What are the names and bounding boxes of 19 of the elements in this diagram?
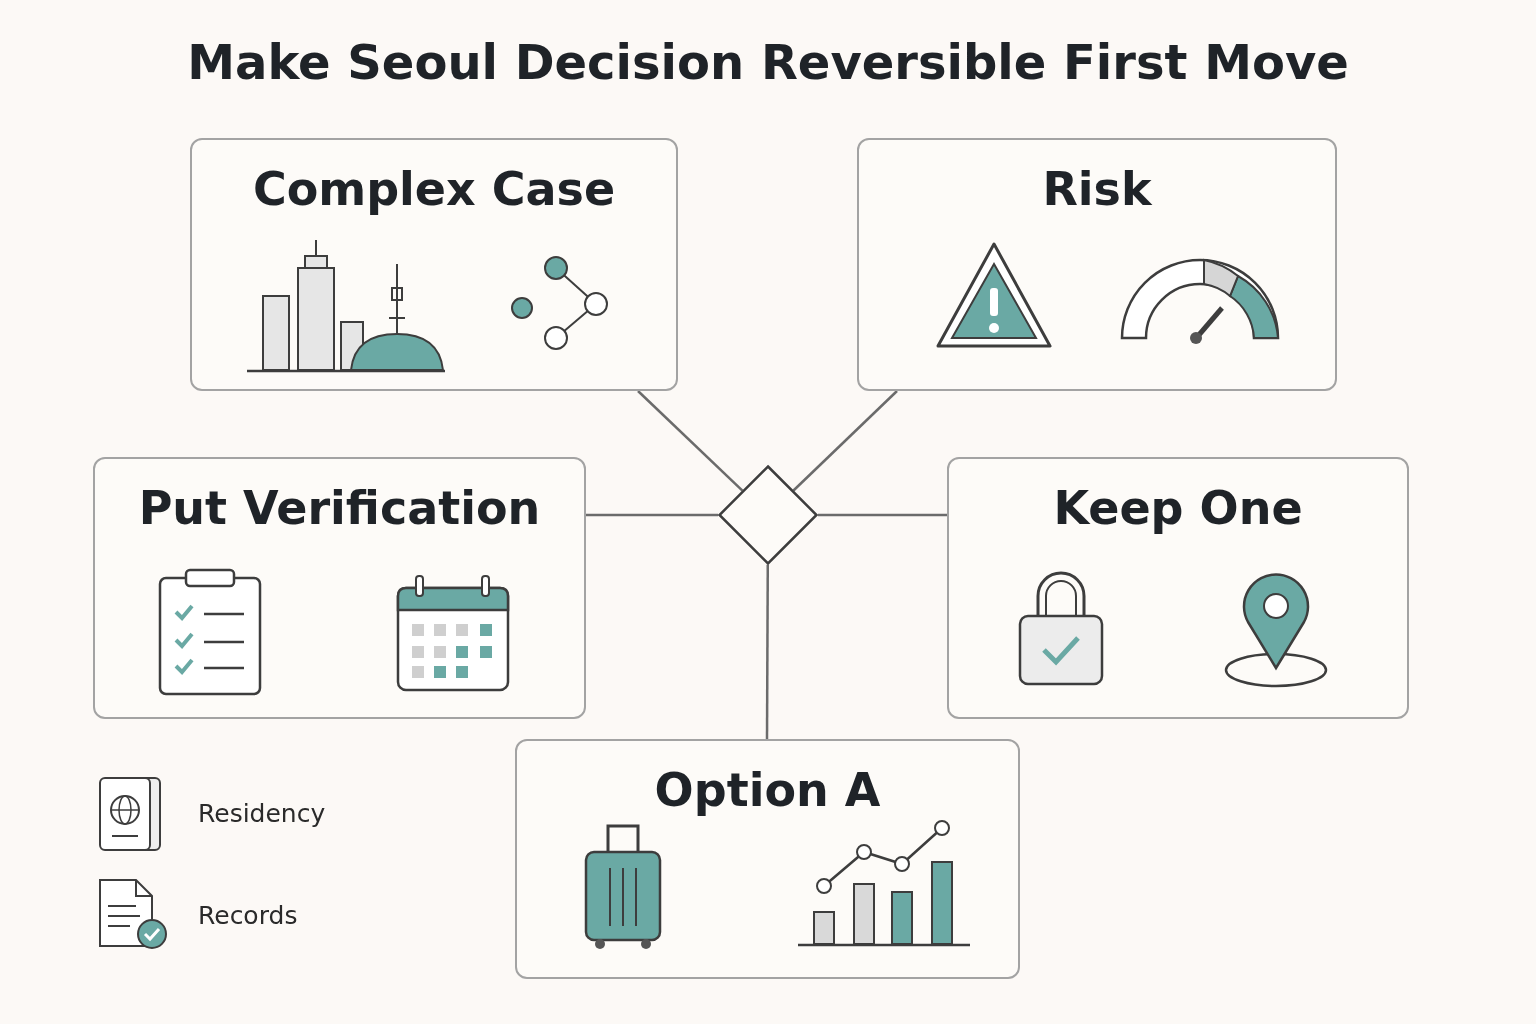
title: Make Seoul Decision Reversible First Move [186, 34, 1350, 90]
legend-label: Residency [198, 798, 326, 828]
topic-card [93, 457, 586, 719]
card-heading: Complex Case [252, 162, 616, 216]
connector-line [765, 564, 770, 739]
card-heading: Keep One [1053, 481, 1303, 535]
card-heading: Put Verification [138, 481, 541, 535]
card-heading: Option A [654, 763, 881, 817]
topic-card [515, 739, 1020, 979]
connector-line [586, 513, 718, 517]
connector-line [818, 513, 947, 517]
topic-card [947, 457, 1409, 719]
topic-card [190, 138, 678, 391]
topic-card [857, 138, 1337, 391]
connector-line [792, 390, 898, 492]
card-heading: Risk [1042, 162, 1152, 216]
decision-diamond [718, 465, 818, 565]
legend-label: Records [198, 900, 298, 930]
connector-line [637, 390, 744, 492]
